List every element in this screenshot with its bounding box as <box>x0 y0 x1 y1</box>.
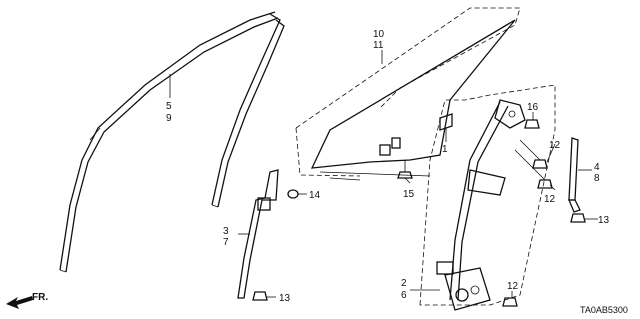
window-regulator <box>436 99 526 311</box>
callout-12a: 12 <box>549 140 561 151</box>
bolt-15 <box>397 160 413 179</box>
callout-8: 8 <box>594 173 600 184</box>
callout-10: 10 <box>373 29 385 40</box>
callout-4: 4 <box>594 162 600 173</box>
diagram-code: TA0AB5300 <box>580 305 628 315</box>
rear-run-channel <box>568 137 581 213</box>
label-tag <box>439 113 453 142</box>
bolt-16 <box>524 119 540 129</box>
callout-6: 6 <box>401 290 407 301</box>
callout-16: 16 <box>527 102 539 113</box>
callout-7: 7 <box>223 237 229 248</box>
door-glass <box>295 7 521 181</box>
callout-13-right: 13 <box>598 215 610 226</box>
front-direction-arrow-icon <box>6 296 33 309</box>
bolt-13-right <box>570 213 586 223</box>
front-run-channel <box>237 169 279 299</box>
callout-5: 5 <box>166 101 172 112</box>
callout-2: 2 <box>401 278 407 289</box>
callout-13-left: 13 <box>279 293 291 304</box>
bolt-13-left <box>252 291 268 301</box>
regulator-outline <box>419 84 556 306</box>
leader-lines <box>169 50 598 298</box>
direction-label: FR. <box>32 292 48 303</box>
nut-14 <box>287 189 299 199</box>
callout-12b: 12 <box>544 194 556 205</box>
callout-15: 15 <box>403 189 415 200</box>
callout-14: 14 <box>309 190 321 201</box>
glass-clips <box>379 137 401 156</box>
callout-3: 3 <box>223 226 229 237</box>
callout-9: 9 <box>166 113 172 124</box>
callout-11: 11 <box>373 40 384 51</box>
callout-1: 1 <box>442 144 448 155</box>
door-sash-molding <box>59 11 285 273</box>
callout-12c: 12 <box>507 281 519 292</box>
